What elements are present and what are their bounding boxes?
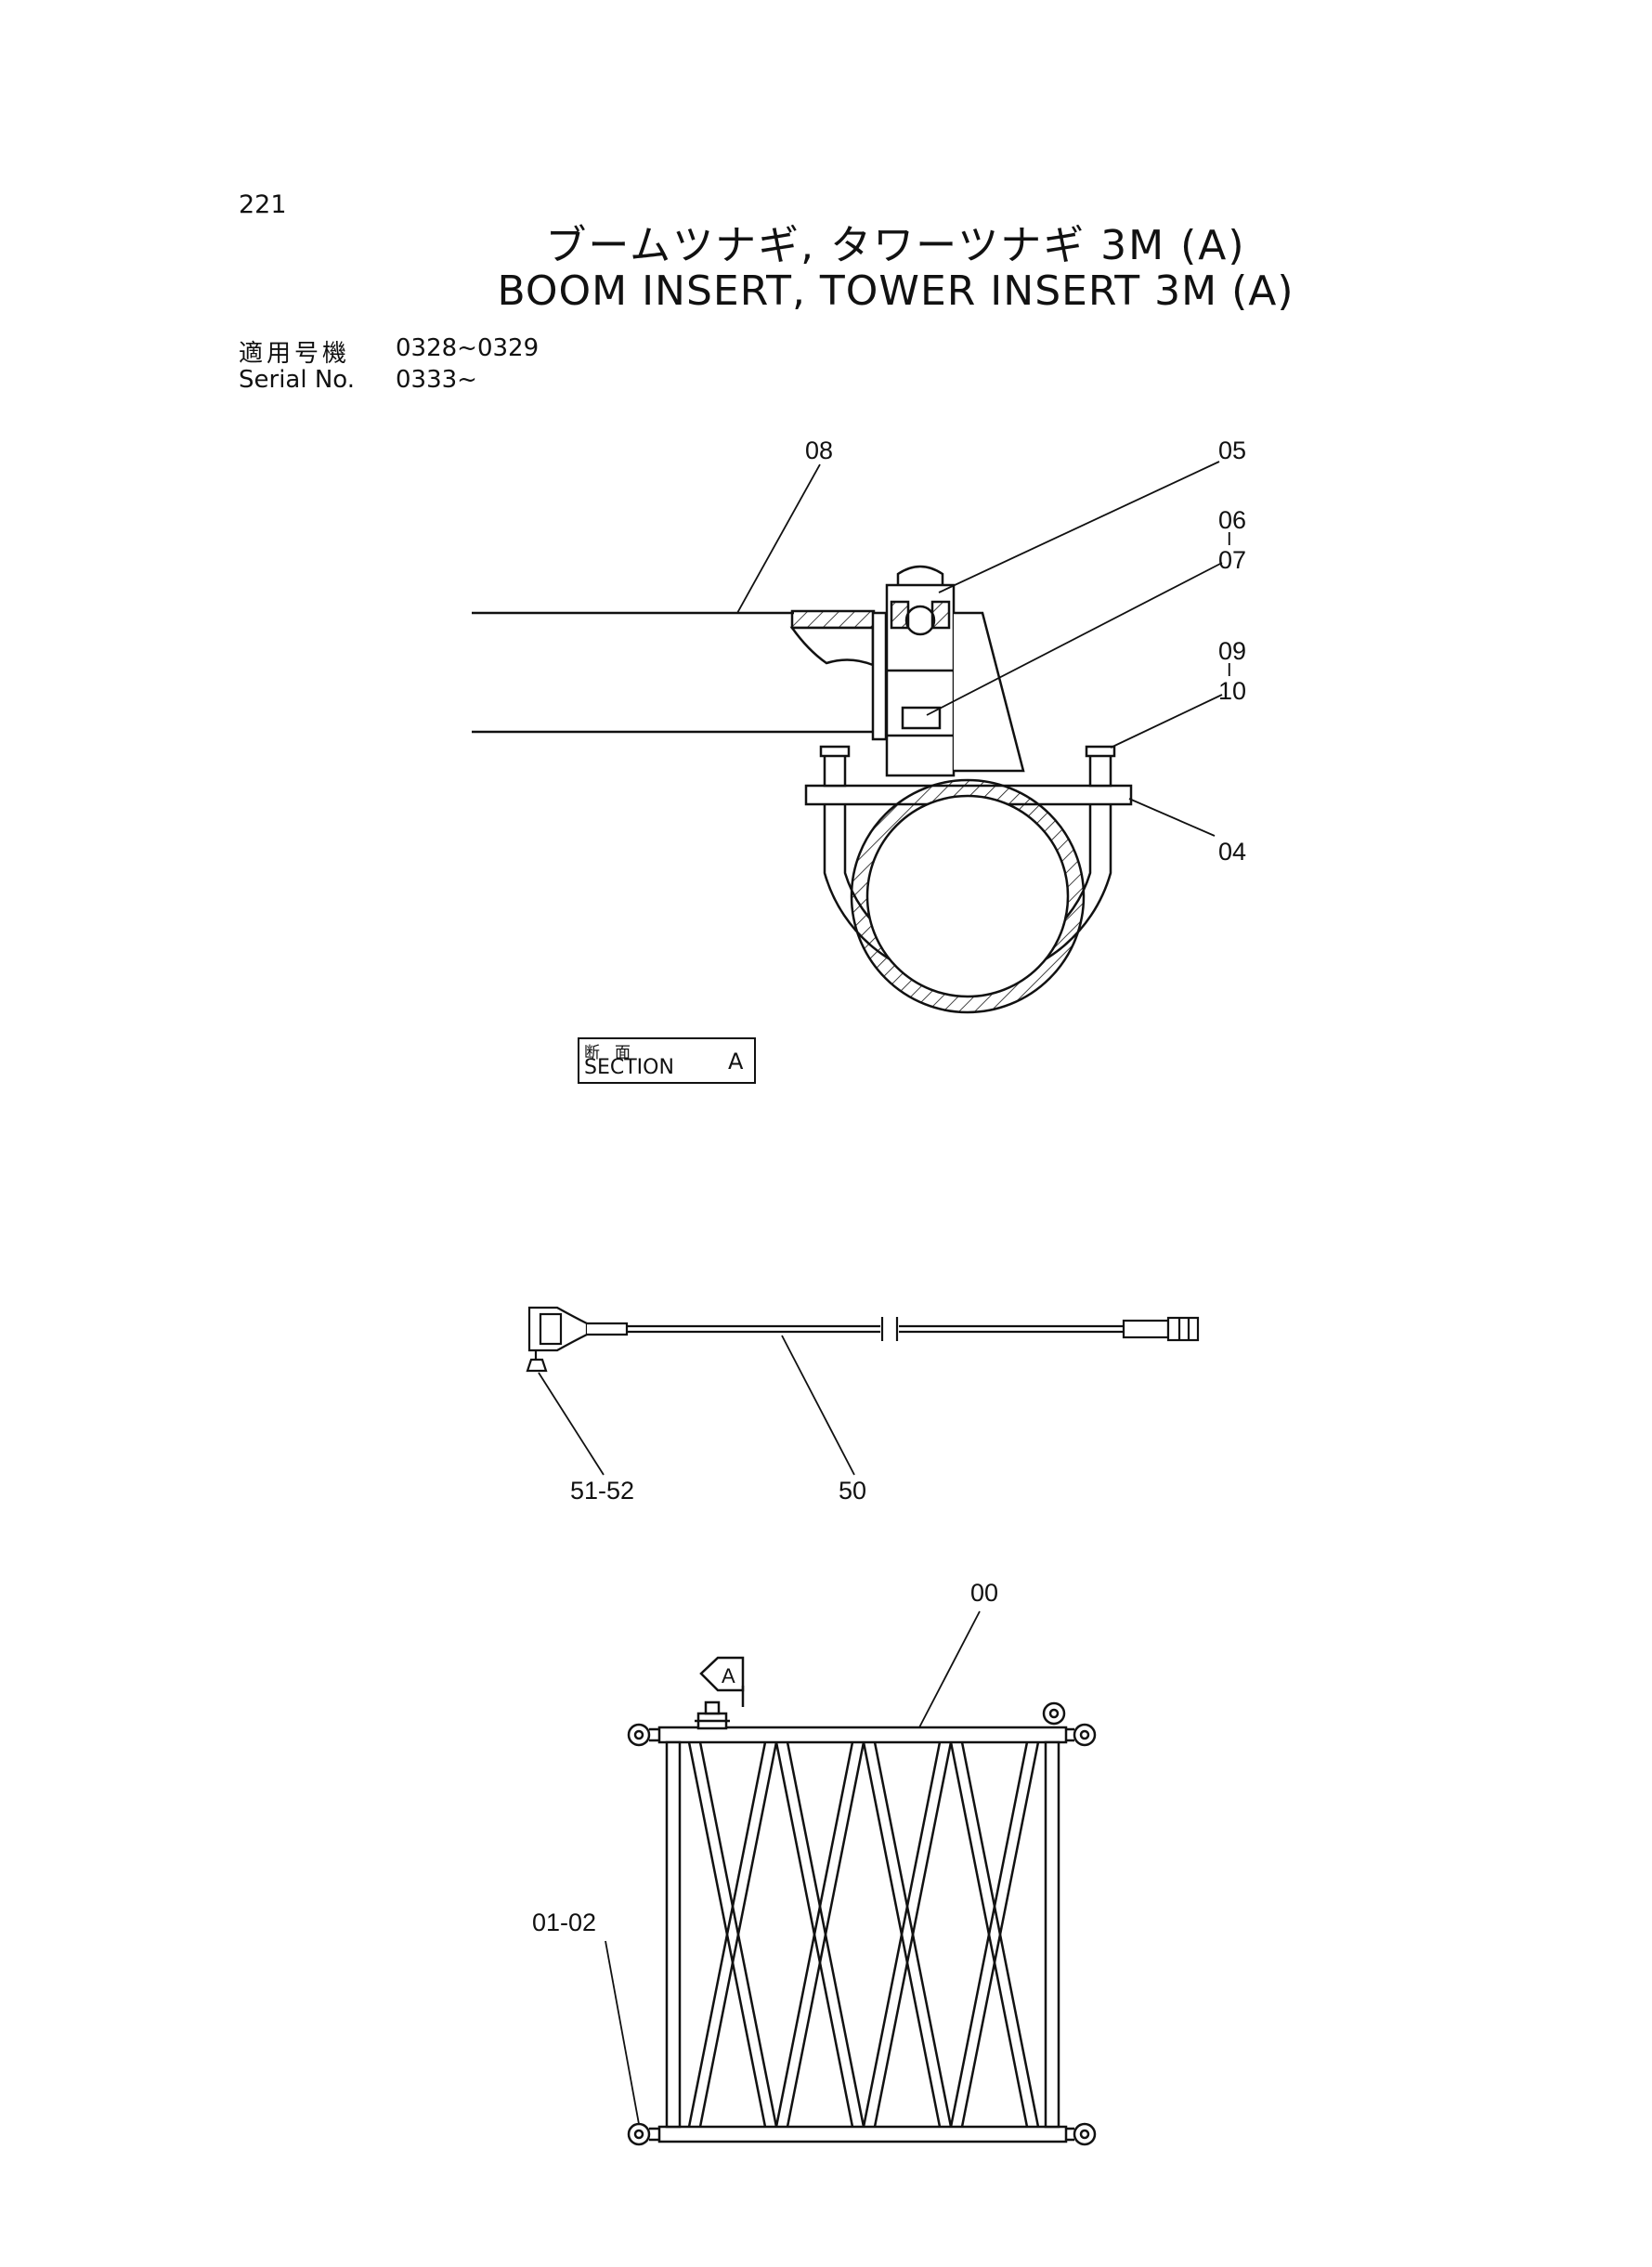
callout-50: 50 [839,1477,867,1505]
callout-04: 04 [1218,838,1247,866]
title-japanese: ブームツナギ, タワーツナギ 3M (A) [545,222,1246,269]
callout-01-02: 01-02 [532,1909,597,1936]
view-arrow-letter: A [722,1664,735,1687]
callout-00: 00 [970,1579,999,1607]
frame-leaders [605,1610,981,2125]
callout-dash-09-10: I [1227,660,1232,681]
section-a-leaders [736,461,1223,837]
callout-06: 06 [1218,506,1247,534]
section-a-label: 断面 SECTION A [578,1037,756,1084]
section-a-view [472,565,1133,1014]
callout-09: 09 [1218,637,1247,665]
callout-07: 07 [1218,546,1247,574]
serial-en-value: 0333~ [396,366,477,394]
callout-08: 08 [805,436,834,464]
callout-05: 05 [1218,436,1247,464]
pendant-leaders [538,1335,855,1476]
title-english: BOOM INSERT, TOWER INSERT 3M (A) [497,267,1294,315]
callout-10: 10 [1218,677,1247,705]
section-label-en: SECTION [584,1056,674,1079]
callout-51-52: 51-52 [570,1477,635,1505]
page-number: 221 [239,190,287,219]
insert-frame [627,1656,1097,2146]
pendant-rope [526,1306,1200,1373]
serial-jp-value: 0328~0329 [396,334,540,362]
callout-dash-06-07: I [1227,529,1232,550]
section-label-jp: 断面 [584,1044,645,1062]
section-label-letter: A [728,1049,744,1075]
serial-jp-label: 適用号機 [239,340,351,368]
serial-en-label: Serial No. [239,366,355,394]
